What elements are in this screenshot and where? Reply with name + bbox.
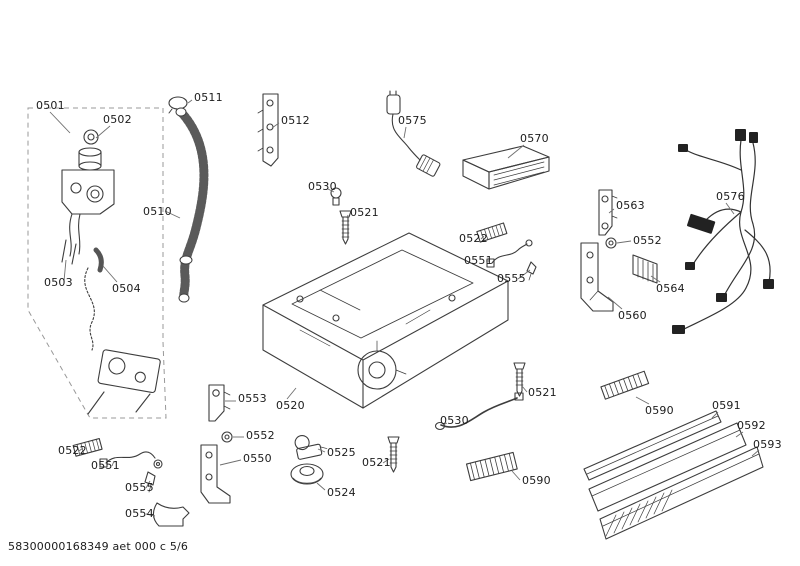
leader-line-0511 [187, 99, 193, 104]
leader-line-0525 [317, 448, 326, 453]
part-0570-control-module [462, 145, 550, 190]
part-0522-hose-right [476, 222, 508, 243]
part-0592-panel [588, 422, 747, 512]
part-0576-wiring-harness [672, 129, 774, 334]
part-0510-drain-hose [175, 107, 209, 303]
part-0552-grommet-left [221, 431, 233, 443]
leader-line-0510 [164, 210, 181, 219]
part-0590-block-bottom [465, 451, 518, 482]
part-0590-strip-right [600, 370, 650, 400]
part-0521-screw-top [339, 210, 352, 245]
part-0554-bracket [152, 502, 190, 527]
leader-line-0563 [608, 208, 615, 214]
part-0502-gasket [83, 129, 99, 145]
leader-line-0502 [95, 125, 111, 139]
part-0553-bracket [208, 384, 231, 422]
leader-line-0590 [635, 396, 650, 405]
part-0501-inlet-assembly [61, 147, 161, 415]
part-0512-bracket [257, 93, 279, 167]
leader-line-0522 [78, 447, 84, 452]
leader-line-0551 [111, 460, 115, 467]
part-0550-bracket [200, 444, 231, 504]
leader-line-0524 [316, 482, 326, 491]
part-0521-screw-bottom [387, 436, 400, 473]
dashed-enclosure [27, 107, 167, 419]
leader-line-0521 [521, 385, 528, 393]
part-0503-pins [61, 239, 77, 265]
leader-line-0576 [725, 202, 735, 215]
leader-line-0570 [507, 144, 525, 159]
leader-line-0550 [219, 459, 242, 466]
leader-line-0560 [607, 296, 623, 310]
leader-line-0512 [271, 122, 280, 129]
part-0551-cable-right [486, 239, 533, 268]
leader-lines [49, 99, 760, 517]
leader-line-0530 [327, 188, 335, 193]
leader-line-0555 [517, 269, 531, 280]
leader-line-0592 [735, 431, 744, 438]
leader-line-0521 [346, 214, 349, 219]
leader-line-0555 [145, 480, 151, 489]
part-0563-bracket [598, 189, 618, 236]
part-0564-connector-comb [632, 254, 658, 284]
leader-line-0522 [480, 235, 485, 240]
part-0520-base-assembly [262, 232, 509, 409]
part-0555-clip-right [526, 261, 537, 281]
leader-line-0521 [382, 458, 390, 464]
part-0525-valve [294, 435, 328, 460]
part-0522-hose-left [72, 437, 103, 457]
leader-line-0504 [102, 265, 118, 283]
part-0524-disc [290, 463, 324, 485]
part-0551-cable-left [99, 451, 163, 469]
part-0552-grommet-right [605, 237, 617, 249]
part-0521-screw-right [513, 362, 526, 397]
part-0591-panel [583, 410, 722, 481]
part-0560-bracket [580, 242, 614, 312]
leader-line-0503 [63, 259, 67, 282]
part-0555-clip-left [144, 471, 156, 493]
leader-line-0501 [49, 111, 71, 134]
part-0530-cable [434, 392, 524, 431]
leader-line-0520 [286, 387, 297, 400]
leader-line-0591 [711, 411, 719, 419]
leader-line-0554 [145, 513, 156, 517]
leader-line-0564 [650, 275, 661, 283]
part-0504-hose-elbow [93, 247, 104, 273]
footer-doc-code: 58300000168349 aet 000 c 5/6 [8, 540, 189, 553]
leader-line-0590 [511, 470, 521, 481]
leader-line-0593 [751, 449, 760, 457]
leader-line-0552 [616, 240, 632, 244]
part-0593-panel [599, 446, 764, 540]
leader-line-0575 [403, 126, 407, 139]
part-0575-power-cord [386, 90, 441, 177]
part-0530-cap [330, 187, 342, 206]
leader-line-0530 [442, 422, 448, 426]
